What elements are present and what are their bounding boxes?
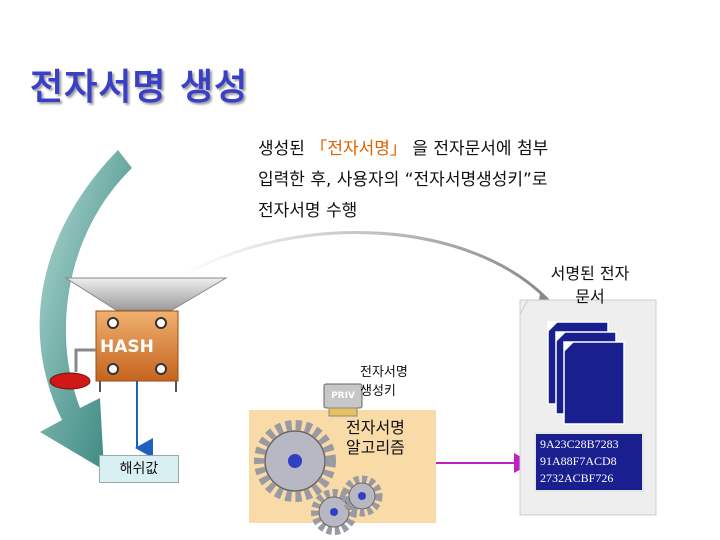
signature-box [534, 432, 644, 492]
signature-line-1: 9A23C28B7283 [540, 437, 619, 451]
signature-line-3: 2732ACBF726 [540, 471, 614, 485]
private-key-label-line-1: 전자서명 [360, 365, 408, 380]
signed-document-label-line-1: 서명된 전자 [550, 264, 630, 283]
gears-icon [254, 420, 383, 535]
page-title: 전자서명 생성 [30, 67, 249, 108]
private-key-label: 전자서명 생성키 [360, 363, 408, 401]
document-pages-icon [547, 321, 625, 425]
algorithm-label: 전자서명 알고리즘 [346, 418, 405, 458]
hash-value-box: 해쉬값 [99, 455, 179, 483]
hash-screws [107, 317, 167, 375]
hash-handle-knob [49, 372, 91, 390]
signature-line-2: 91A88F7ACD8 [540, 454, 617, 468]
algorithm-label-line-2: 알고리즘 [346, 438, 405, 457]
private-key-label-line-2: 생성키 [360, 384, 396, 399]
hash-funnel [64, 277, 228, 311]
hash-handle [74, 348, 96, 372]
arc-arrow [181, 231, 550, 302]
algorithm-label-line-1: 전자서명 [346, 418, 405, 437]
signature-text: 9A23C28B7283 91A88F7ACD8 2732ACBF726 [540, 436, 619, 487]
signed-document-label: 서명된 전자 문서 [520, 262, 660, 308]
description-line-3: 전자서명 수행 [258, 201, 358, 221]
green-flow-arrow [39, 150, 132, 470]
hash-label: HASH [100, 337, 154, 357]
private-key-icon [323, 383, 363, 417]
signed-document-label-line-2: 문서 [575, 287, 605, 306]
description-line-2: 입력한 후, 사용자의 “전자서명생성키”로 [258, 170, 548, 190]
priv-tag: PRIV [331, 391, 355, 401]
description-text: 생성된 「전자서명」 을 전자문서에 첨부 입력한 후, 사용자의 “전자서명생… [258, 134, 548, 227]
description-line-1: 생성된 「전자서명」 을 전자문서에 첨부 [258, 139, 549, 159]
